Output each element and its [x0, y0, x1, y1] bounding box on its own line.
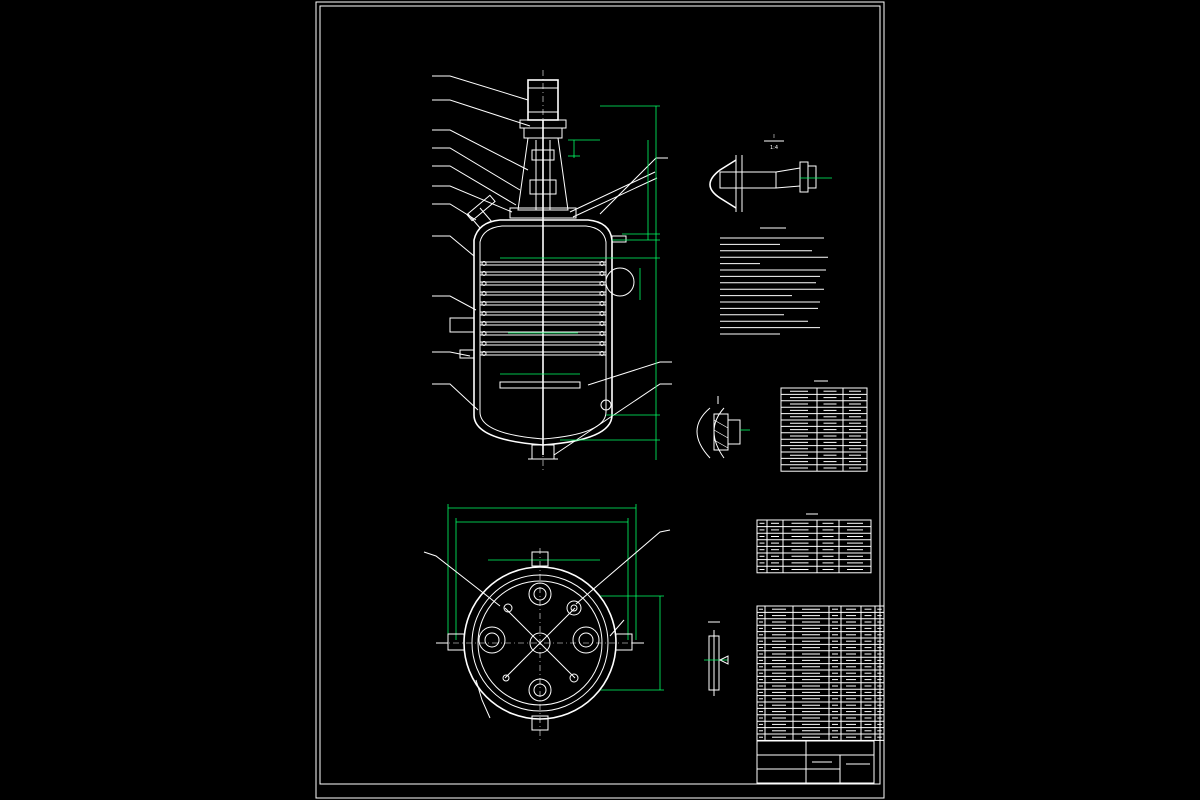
coil-bend — [481, 281, 487, 286]
technical-requirements — [720, 227, 828, 335]
vessel-shell — [473, 219, 613, 446]
coil-bend — [481, 291, 487, 296]
coil-bend — [599, 331, 605, 336]
title-block — [756, 740, 875, 784]
parts-list — [756, 605, 885, 784]
manhole — [466, 194, 496, 229]
coil-bend — [481, 261, 487, 266]
coil-bend — [599, 321, 605, 326]
section-view-small — [704, 621, 729, 696]
coil-bend — [481, 331, 487, 336]
coil-bend — [481, 321, 487, 326]
detail-label: I — [773, 134, 774, 140]
coil-bend — [599, 291, 605, 296]
coil-bend — [481, 341, 487, 346]
parts-list-border — [756, 605, 885, 741]
sheet-frame — [315, 1, 885, 799]
part-leaders — [432, 75, 672, 456]
coil-bend — [599, 341, 605, 346]
tech-characteristics-table — [780, 380, 868, 472]
coil-bend — [599, 281, 605, 286]
reactor-plan-view — [423, 504, 671, 740]
coil-bend — [481, 271, 487, 276]
coil-bend — [481, 351, 487, 356]
reactor-front-view — [432, 70, 672, 470]
detail-I: I 1:4 — [709, 134, 832, 212]
coil-bend — [599, 301, 605, 306]
section-detail — [696, 396, 750, 459]
coil-bend — [481, 311, 487, 316]
dimension-lines — [500, 105, 660, 460]
coil-bend — [599, 351, 605, 356]
coil-bend — [599, 271, 605, 276]
coil-bend — [599, 261, 605, 266]
coil-bend — [481, 301, 487, 306]
tech-table-border — [780, 387, 868, 472]
nozzle-table — [756, 513, 872, 574]
heating-coil — [480, 261, 606, 356]
detail-scale: 1:4 — [770, 145, 778, 151]
coil-bend — [599, 311, 605, 316]
